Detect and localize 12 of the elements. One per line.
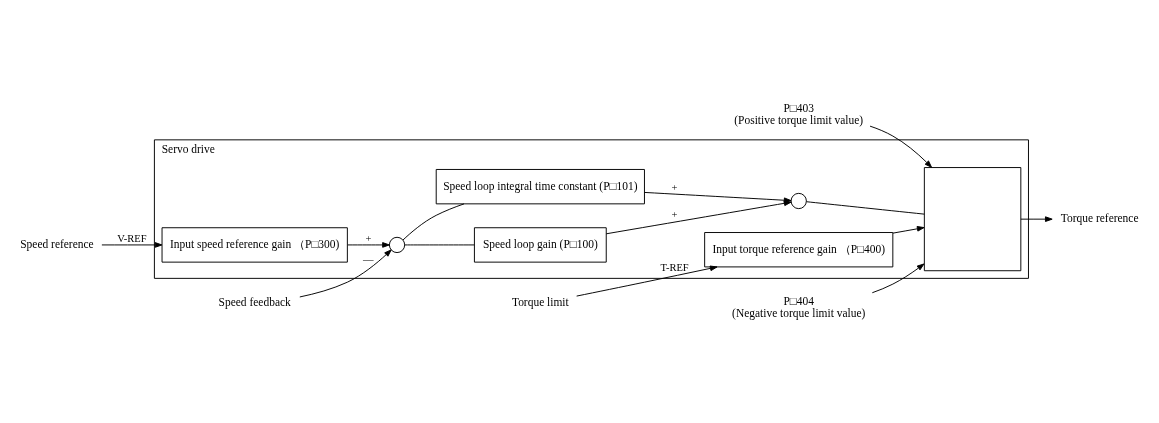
edge-label: + xyxy=(671,209,678,220)
edge-label: + xyxy=(671,182,678,194)
node-text: Torque limit xyxy=(511,296,569,309)
node-text: Speed feedback xyxy=(218,296,291,309)
edge-label: — xyxy=(363,253,374,265)
node-text: Speed reference xyxy=(20,237,94,250)
node-text: P□403 (Positive torque limit value) xyxy=(734,101,864,127)
node-text: P□404 (Negative torque limit value) xyxy=(732,294,866,320)
edge-label: + xyxy=(365,232,372,244)
edge-label: T-REF xyxy=(660,261,689,273)
edge-label: V-REF xyxy=(117,232,147,244)
node-text: Torque reference xyxy=(1060,212,1139,225)
